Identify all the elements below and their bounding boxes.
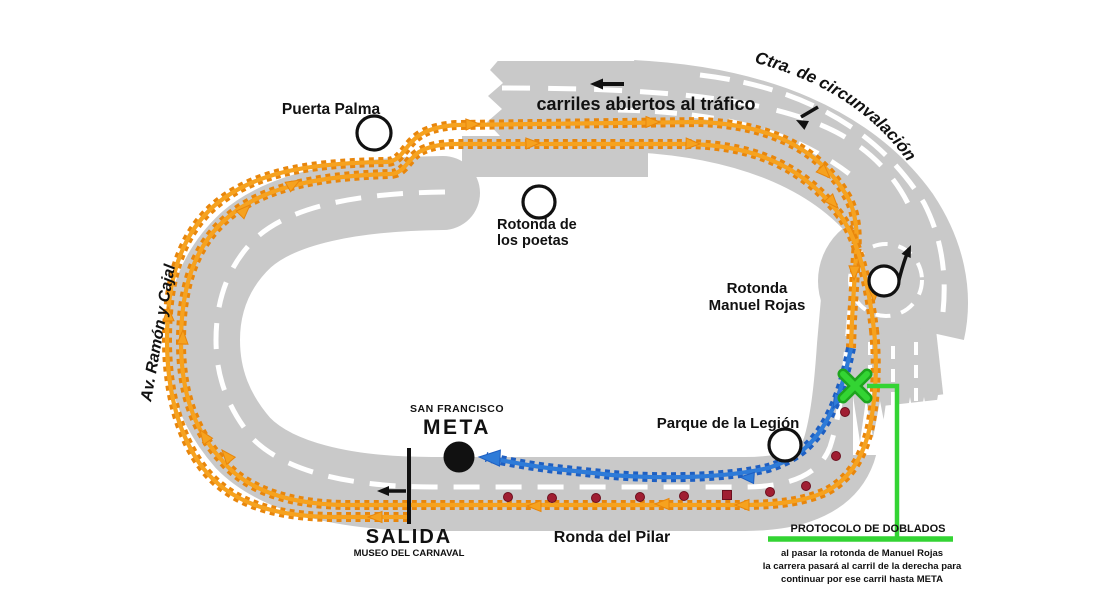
puerta-palma-circle xyxy=(355,114,393,152)
route-track-a xyxy=(164,119,859,520)
road-loop xyxy=(166,156,895,531)
finish-route-arrowhead-meta xyxy=(477,449,501,467)
lane-top-2 xyxy=(617,107,854,178)
map-symbols xyxy=(355,78,911,524)
protocol-line-1: al pasar la rotonda de Manuel Rojas xyxy=(781,548,943,559)
start-direction-arrow xyxy=(377,486,406,496)
lane-circunvalacion-outer xyxy=(699,72,947,313)
route-direction-arrows xyxy=(162,115,881,524)
label-rotonda-rojas-2: Manuel Rojas xyxy=(709,297,806,314)
roundabout-center-island xyxy=(867,264,901,298)
label-parque-legion: Parque de la Legión xyxy=(657,415,800,432)
protocol-line-3: continuar por ese carril hasta META xyxy=(781,574,943,585)
circunvalacion-arrow xyxy=(796,105,819,130)
parque-legion-circle xyxy=(767,427,803,463)
road-torn-edges xyxy=(446,56,946,455)
protocol-marks xyxy=(768,368,953,542)
label-meta: META xyxy=(423,416,491,439)
race-route-orange xyxy=(161,115,881,524)
label-rotonda-poetas-1: Rotonda de xyxy=(497,217,577,233)
label-meta-place: SAN FRANCISCO xyxy=(410,403,504,415)
meta-finish-dot xyxy=(443,441,475,473)
protocol-x-marker xyxy=(837,368,873,404)
label-rotonda-poetas-2: los poetas xyxy=(497,233,569,249)
torn-edge-branch xyxy=(853,394,946,455)
torn-edge-top xyxy=(446,56,503,136)
route-track-b xyxy=(178,141,878,508)
label-salida-place: MUSEO DEL CARNAVAL xyxy=(354,548,465,559)
label-carriles-abiertos: carriles abiertos al tráfico xyxy=(536,94,755,114)
traffic-left-arrow xyxy=(590,78,624,90)
lap-marker-square xyxy=(722,490,732,500)
finish-route-arrow xyxy=(738,471,755,485)
protocol-connector-line xyxy=(867,383,900,538)
label-ronda-pilar: Ronda del Pilar xyxy=(554,529,670,546)
protocol-title: PROTOCOLO DE DOBLADOS xyxy=(790,523,945,535)
label-puerta-palma: Puerta Palma xyxy=(282,101,381,118)
label-salida: SALIDA xyxy=(366,526,452,548)
lap-markers xyxy=(503,407,850,503)
protocol-line-2: la carrera pasará al carril de la derech… xyxy=(763,561,962,572)
rotonda-poetas-circle xyxy=(521,184,557,220)
protocol-note: PROTOCOLO DE DOBLADOS al pasar la rotond… xyxy=(763,523,962,585)
lane-loop-center xyxy=(213,189,854,490)
label-rotonda-rojas-1: Rotonda xyxy=(727,280,788,297)
